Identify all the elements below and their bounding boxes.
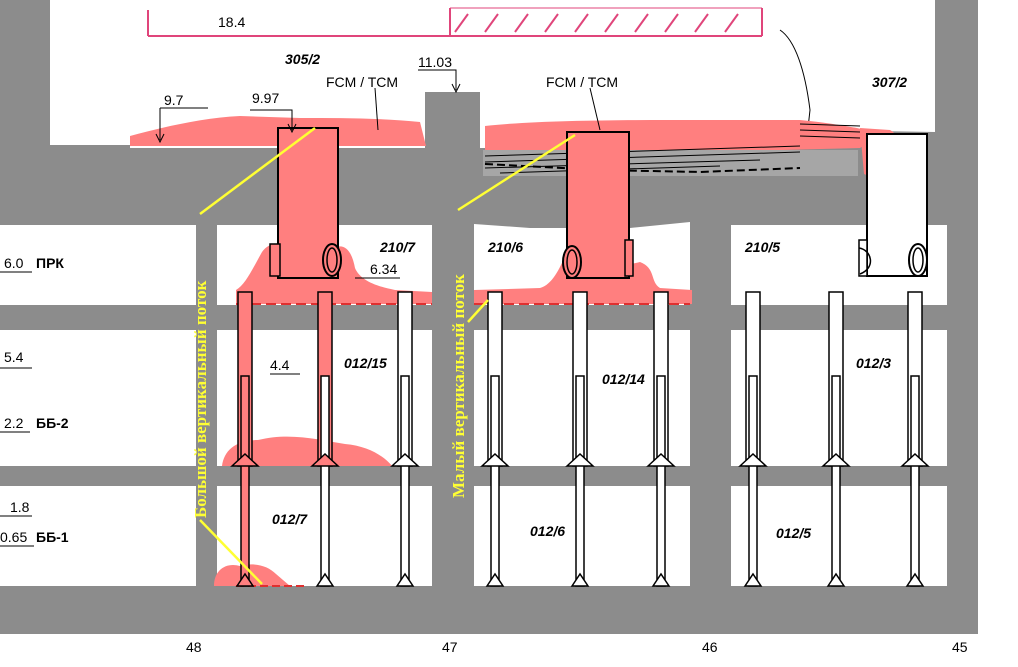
block-left — [269, 127, 342, 279]
axis-45: 45 — [952, 639, 968, 655]
fcm-012-15 — [222, 436, 392, 466]
block-right — [858, 133, 928, 277]
upper-center-step — [425, 0, 480, 92]
elev-6-34: 6.34 — [370, 261, 397, 277]
elev-9-97: 9.97 — [252, 90, 279, 106]
bottom-margin — [0, 634, 1018, 667]
axis-47: 47 — [442, 639, 458, 655]
level-bb1-value: 0.65 — [0, 529, 27, 545]
room-012-15-label: 012/15 — [344, 355, 387, 371]
level-bb2-label: ББ-2 — [36, 415, 69, 431]
level-bb2-value: 2.2 — [4, 415, 24, 431]
elevation-markers — [0, 69, 461, 547]
annotation-large-flow: Большой вертикальный поток — [191, 280, 210, 518]
annotation-small-flow: Малый вертикальный поток — [449, 274, 468, 498]
room-012-3-label: 012/3 — [856, 355, 891, 371]
room-box-bb2 — [0, 330, 196, 466]
level-prk-value: 6.0 — [4, 255, 24, 271]
leader-lines — [374, 87, 601, 131]
flow-arrows — [199, 126, 576, 585]
dim-top-span: 18.4 — [218, 14, 245, 30]
room-307-2-curve — [779, 29, 811, 129]
room-box-prk — [0, 225, 196, 305]
fcm-dashed-edge — [484, 163, 801, 174]
room-box-bb1 — [0, 486, 196, 586]
room-305-2-label: 305/2 — [285, 51, 320, 67]
level-bb1-label: ББ-1 — [36, 529, 69, 545]
room-012-5-label: 012/5 — [776, 525, 811, 541]
room-210-7-label: 210/7 — [379, 239, 416, 255]
pipe-end-caps — [230, 452, 930, 587]
room-012-6-label: 012/6 — [530, 523, 565, 539]
fcm-label-right: FCM / TCM — [546, 74, 618, 90]
room-210-5-label: 210/5 — [744, 239, 780, 255]
room-012-14-label: 012/14 — [602, 371, 645, 387]
elev-4-4: 4.4 — [270, 357, 290, 373]
elev-11-03: 11.03 — [418, 54, 452, 70]
upper-right-room-307-2 — [780, 30, 935, 130]
room-307-2-label: 307/2 — [872, 74, 907, 90]
axis-48: 48 — [186, 639, 202, 655]
room-012-7-label: 012/7 — [272, 511, 308, 527]
level-5-4: 5.4 — [4, 349, 24, 365]
level-1-8: 1.8 — [10, 499, 30, 515]
block-mid — [562, 131, 634, 279]
elev-9-7: 9.7 — [164, 92, 184, 108]
top-span-bar — [147, 7, 763, 37]
right-margin — [978, 0, 1018, 667]
fcm-label-left: FCM / TCM — [326, 74, 398, 90]
axis-46: 46 — [702, 639, 718, 655]
room-210-6-label: 210/6 — [487, 239, 523, 255]
level-prk-label: ПРК — [36, 255, 64, 271]
